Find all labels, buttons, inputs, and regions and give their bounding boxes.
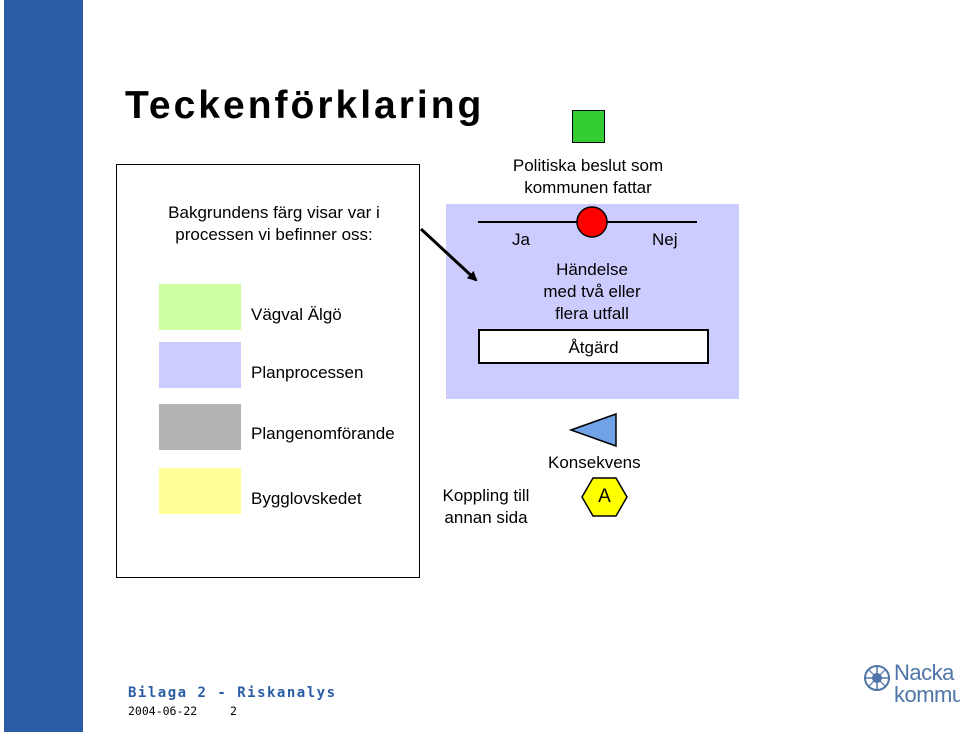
background-note-line-1: Bakgrundens färg visar var i xyxy=(168,203,380,222)
nacka-emblem-icon xyxy=(864,665,890,691)
no-label: Nej xyxy=(652,230,678,249)
page-title: Teckenförklaring xyxy=(125,84,485,127)
yes-label: Ja xyxy=(512,230,530,249)
decision-label: Politiska beslut som kommunen fattar xyxy=(486,155,690,199)
swatch-bygglovskedet xyxy=(159,468,241,514)
background-note: Bakgrundens färg visar var i processen v… xyxy=(140,202,408,246)
swatch-plangenomforande xyxy=(159,404,241,450)
consequence-label: Konsekvens xyxy=(548,453,641,472)
decision-label-line-2: kommunen fattar xyxy=(524,178,652,197)
event-label-line-3: flera utfall xyxy=(555,304,629,323)
link-label: Koppling till annan sida xyxy=(430,485,542,529)
swatch-planprocessen xyxy=(159,342,241,388)
background-note-line-2: processen vi befinner oss: xyxy=(175,225,373,244)
event-label-line-1: Händelse xyxy=(556,260,628,279)
link-label-line-1: Koppling till xyxy=(442,486,530,505)
logo-line-2: kommun xyxy=(894,682,960,707)
label-planprocessen: Planprocessen xyxy=(251,363,364,382)
label-plangenomforande: Plangenomförande xyxy=(251,424,395,443)
label-vagval: Vägval Älgö xyxy=(251,305,342,324)
action-symbol-box: Åtgärd xyxy=(478,329,709,364)
nacka-logo: Nacka kommun xyxy=(894,660,960,707)
footer-title: Bilaga 2 - Riskanalys xyxy=(128,685,337,701)
logo-line-1: Nacka xyxy=(894,660,954,685)
decision-label-line-1: Politiska beslut som xyxy=(512,156,664,175)
label-bygglovskedet: Bygglovskedet xyxy=(251,489,362,508)
event-label: Händelse med två eller flera utfall xyxy=(510,259,674,325)
consequence-symbol-triangle xyxy=(568,412,617,448)
footer-date: 2004-06-22 xyxy=(128,704,198,718)
link-label-line-2: annan sida xyxy=(444,508,528,527)
swatch-vagval xyxy=(159,284,241,330)
event-label-line-2: med två eller xyxy=(543,282,641,301)
decision-symbol-square xyxy=(572,110,605,143)
left-sidebar-band xyxy=(4,0,83,732)
link-letter: A xyxy=(598,486,611,507)
footer-page-number: 2 xyxy=(230,704,237,718)
